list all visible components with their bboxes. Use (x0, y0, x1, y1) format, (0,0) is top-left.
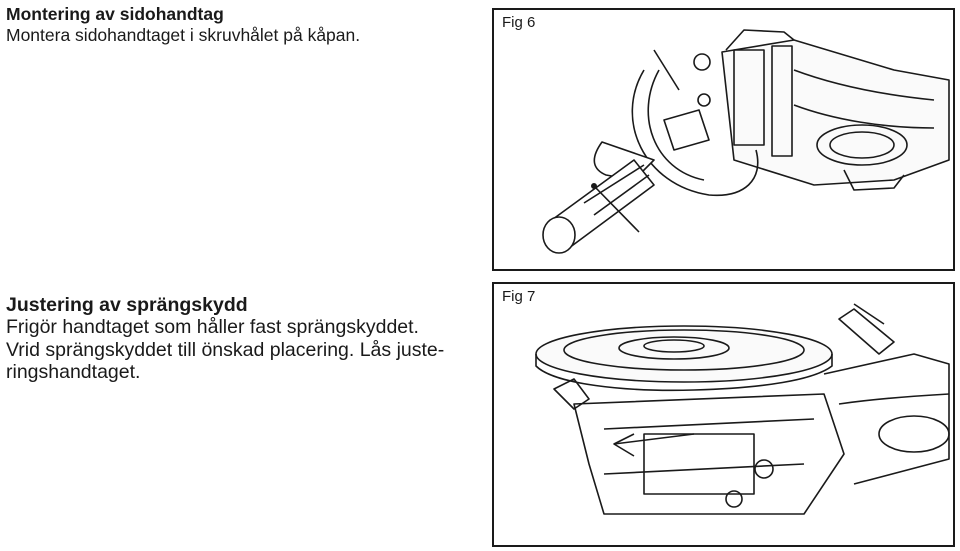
instruction-line: Montera sidohandtaget i skruvhålet på kå… (6, 25, 361, 45)
section-heading: Justering av sprängskydd (6, 294, 248, 316)
instruction-line: Vrid sprängskyddet till önskad placering… (6, 338, 445, 361)
figure-label: Fig 6 (502, 14, 536, 31)
figure-7: Fig 7 (492, 282, 955, 547)
figure-6: Fig 6 (492, 8, 955, 271)
instruction-line: ringshandtaget. (6, 361, 141, 383)
angle-grinder-side-handle-illustration (542, 29, 950, 254)
section-heading: Montering av sidohandtag (6, 4, 224, 24)
section-side-handle: Montering av sidohandtag Montera sidohan… (6, 4, 476, 46)
section-guard-adjustment: Justering av sprängskydd Frigör handtage… (6, 294, 476, 384)
instruction-line: Frigör handtaget som håller fast sprängs… (6, 316, 419, 338)
angle-grinder-guard-illustration (535, 303, 950, 515)
figure-label: Fig 7 (502, 288, 536, 305)
